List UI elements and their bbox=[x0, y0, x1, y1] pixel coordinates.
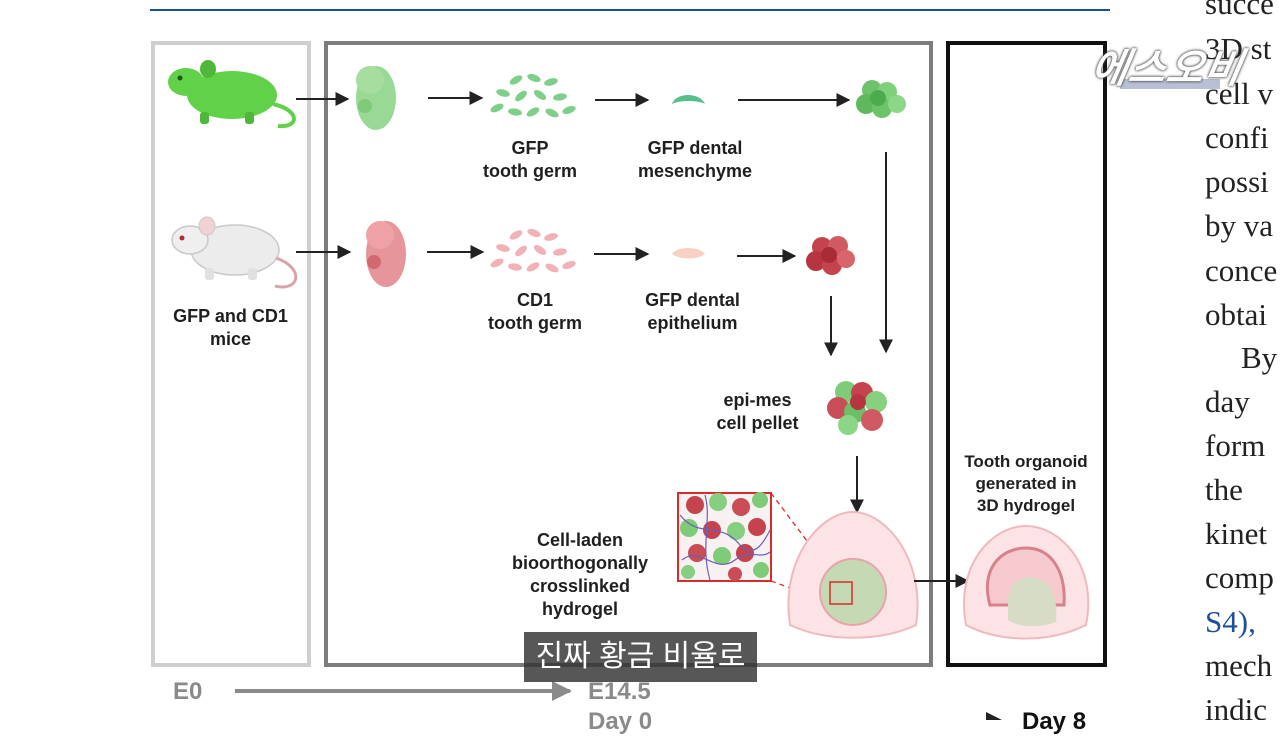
green-cell-cluster-icon bbox=[856, 80, 906, 118]
subtitle-caption: 진짜 황금 비율로 bbox=[524, 632, 757, 682]
gfp-dental-epithelium-label: GFP dental epithelium bbox=[645, 290, 740, 333]
organoid-label: Tooth organoid generated in 3D hydrogel bbox=[964, 452, 1088, 515]
result-panel bbox=[946, 41, 1107, 667]
side-line: confi bbox=[1205, 120, 1269, 155]
hydrogel-dome-icon bbox=[787, 510, 919, 639]
channel-logo: 에스오비 bbox=[1087, 47, 1247, 91]
diagram-graphics bbox=[168, 60, 1090, 720]
side-line: conce bbox=[1205, 253, 1278, 288]
side-line: indic bbox=[1205, 692, 1267, 720]
side-line: possi bbox=[1205, 164, 1269, 199]
side-line: S4), bbox=[1205, 604, 1256, 639]
side-line: succe bbox=[1205, 0, 1274, 21]
cd1-embryo-icon bbox=[366, 221, 406, 287]
side-line: By bbox=[1241, 340, 1278, 375]
side-line: form bbox=[1205, 428, 1266, 463]
side-line: the bbox=[1205, 472, 1243, 507]
side-line: kinet bbox=[1205, 516, 1267, 551]
timeline-middle-below-label: Day 0 bbox=[588, 708, 653, 735]
mixed-cell-pellet-icon bbox=[827, 381, 887, 435]
mice-label: GFP and CD1 mice bbox=[173, 306, 288, 349]
gfp-tooth-germ-icon bbox=[490, 73, 576, 118]
cd1-mouse-icon bbox=[171, 216, 298, 289]
logo-underline bbox=[1120, 79, 1220, 89]
timeline-middle-label: E14.5 bbox=[588, 678, 651, 705]
mice-panel bbox=[151, 41, 311, 667]
top-rule bbox=[150, 9, 1110, 11]
cell-pellet-label: epi-mes cell pellet bbox=[716, 390, 799, 433]
side-line: comp bbox=[1205, 560, 1274, 595]
gfp-embryo-icon bbox=[356, 66, 396, 130]
side-line: 3D st bbox=[1205, 31, 1272, 66]
side-line: obtai bbox=[1205, 297, 1267, 332]
gfp-mouse-icon bbox=[168, 60, 296, 129]
hydrogel-zoom-icon bbox=[677, 492, 772, 582]
hydrogel-label: Cell-laden bioorthogonally crosslinked h… bbox=[512, 530, 648, 619]
timeline-start-label: E0 bbox=[173, 678, 203, 705]
red-cell-cluster-icon bbox=[806, 236, 855, 275]
cd1-tooth-germ-label: CD1 tooth germ bbox=[488, 290, 582, 333]
side-line: mech bbox=[1205, 648, 1273, 683]
side-line: day bbox=[1205, 384, 1250, 419]
timeline-end-label: Day 8 bbox=[1022, 708, 1087, 735]
side-line: by va bbox=[1205, 208, 1274, 243]
mesenchyme-icon bbox=[672, 95, 705, 104]
timeline-arrow-right bbox=[986, 712, 1002, 720]
epithelium-icon bbox=[672, 248, 705, 259]
cd1-tooth-germ-icon bbox=[490, 228, 576, 273]
tooth-organoid-icon bbox=[963, 524, 1090, 640]
gfp-dental-mesenchyme-label: GFP dental mesenchyme bbox=[637, 138, 753, 181]
gfp-tooth-germ-label: GFP tooth germ bbox=[483, 138, 577, 181]
side-paper-text: succe 3D st cell v confi possi by va con… bbox=[1205, 0, 1280, 720]
